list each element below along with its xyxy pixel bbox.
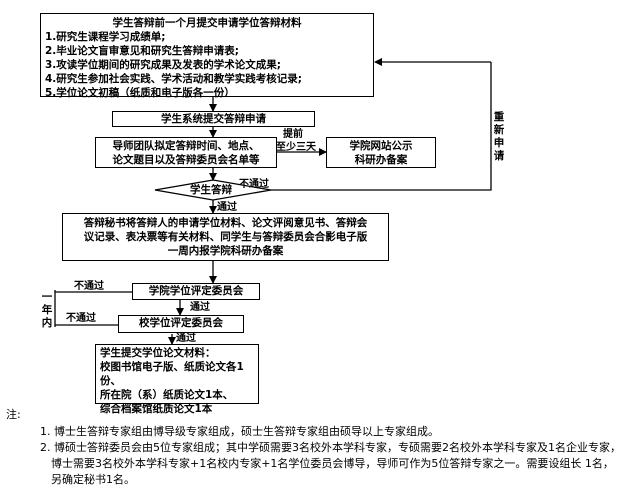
fail-label-school: 不通过	[66, 313, 96, 324]
mentor-line: 论文题目以及答辩委员会名单等	[112, 154, 260, 166]
apply-item: 5.学位论文初稿（纸质和电子版各一份）	[45, 87, 235, 99]
submit-line: 校图书馆电子版、纸质论文各1份、	[100, 361, 244, 387]
pass-label-college: 通过	[190, 302, 210, 313]
note-item: 2. 博硕士答辩委员会由5位专家组成；其中学硕需要3名校外本学科专家，专硕需要2…	[40, 441, 621, 454]
apply-title: 学生答辩前一个月提交申请学位答辩材料	[112, 17, 302, 29]
decision-diamond	[154, 179, 272, 201]
college-committee-box: 学院学位评定委员会	[132, 283, 260, 300]
submit-line: 所在院（系）纸质论文1本、	[100, 389, 234, 401]
defense-decision-label: 学生答辩	[190, 184, 232, 196]
fail-label-decision: 不通过	[239, 179, 269, 190]
loop-reapply-line	[271, 62, 492, 191]
secretary-box: 答辩秘书将答辩人的申请学位材料、论文评阅意见书、答辩会 议记录、表决票等有关材料…	[62, 213, 389, 261]
submit-materials-box: 学生提交学位论文材料： 校图书馆电子版、纸质论文各1份、 所在院（系）纸质论文1…	[95, 344, 259, 415]
mentor-box: 导师团队拟定答辩时间、地点、 论文题目以及答辩委员会名单等	[95, 137, 277, 168]
publish-line: 科研办备案	[354, 154, 408, 166]
submit-line: 综合档案馆纸质论文1本	[100, 403, 213, 415]
reapply-label: 重新申请	[493, 111, 505, 162]
apply-item: 3.攻读学位期间的研究成果及发表的学术论文成果;	[45, 59, 281, 71]
apply-item: 2.毕业论文盲审意见和研究生答辩申请表;	[45, 45, 239, 57]
note-item: 1. 博士生答辩专家组由博导级专家组成，硕士生答辩专家组由硕导以上专家组成。	[40, 425, 439, 438]
school-committee-box: 校学位评定委员会	[118, 315, 244, 333]
submit-line: 学生提交学位论文材料：	[100, 347, 216, 359]
pass-label-school: 通过	[176, 333, 196, 344]
publish-line: 学院网站公示	[349, 140, 413, 152]
one-year-label: 一年内	[41, 291, 53, 329]
note-item: 另确定秘书1名。	[51, 473, 135, 486]
system-submit-box: 学生系统提交答辩申请	[112, 111, 315, 127]
publish-box: 学院网站公示 科研办备案	[326, 137, 436, 168]
notes-heading: 注:	[6, 408, 21, 421]
secretary-line: 议记录、表决票等有关材料、同学生与答辩委员会合影电子版	[83, 231, 368, 243]
advance-label: 提前	[283, 129, 303, 140]
advance-label: 至少三天	[276, 142, 316, 153]
apply-item: 1.研究生课程学习成绩单;	[45, 31, 166, 43]
note-item: 博士需要3名校外本学科专家+1名校内专家+1名学位委员会博导，导师可作为5位答辩…	[51, 457, 614, 470]
apply-item: 4.研究生参加社会实践、学术活动和教学实践考核记录;	[45, 73, 302, 85]
secretary-line: 答辩秘书将答辩人的申请学位材料、论文评阅意见书、答辩会	[83, 217, 368, 229]
apply-materials-box: 学生答辩前一个月提交申请学位答辩材料 1.研究生课程学习成绩单; 2.毕业论文盲…	[40, 13, 374, 99]
fail-label-college: 不通过	[74, 281, 104, 292]
pass-label-decision: 通过	[217, 202, 237, 213]
mentor-line: 导师团队拟定答辩时间、地点、	[112, 140, 260, 152]
secretary-line: 一周内报学院科研办备案	[167, 245, 284, 257]
